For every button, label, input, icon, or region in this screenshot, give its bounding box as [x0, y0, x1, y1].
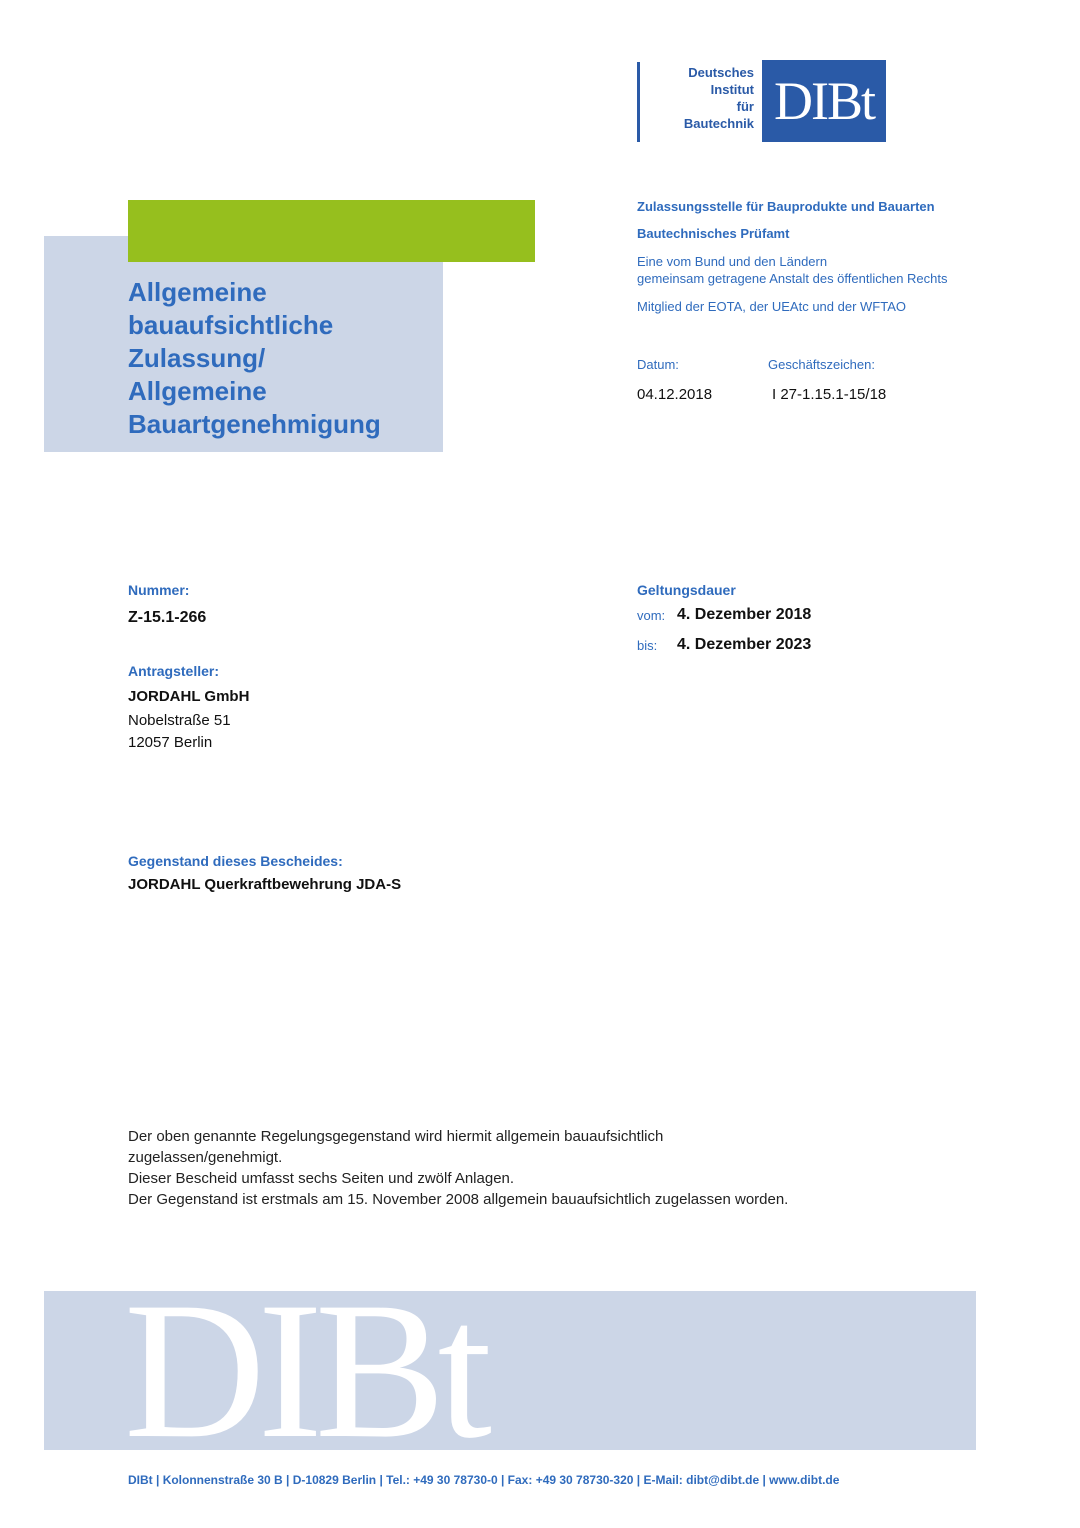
title-line-5: Bauartgenehmigung — [128, 409, 381, 439]
institute-line-2: Institut — [710, 82, 754, 97]
logo-rule — [637, 62, 640, 142]
title-background — [44, 236, 443, 452]
info-testing-office: Bautechnisches Prüfamt — [637, 226, 790, 241]
info-membership: Mitglied der EOTA, der UEAtc und der WFT… — [637, 299, 906, 314]
document-title: Allgemeine bauaufsichtliche Zulassung/ A… — [128, 276, 528, 441]
number-value: Z-15.1-266 — [128, 609, 207, 626]
title-line-1: Allgemeine — [128, 277, 267, 307]
title-line-3: Zulassung/ — [128, 343, 266, 373]
info-line-3a: Eine vom Bund und den Ländern — [637, 254, 828, 269]
reference-label: Geschäftszeichen: — [768, 357, 875, 372]
subject-value: JORDAHL Querkraftbewehrung JDA-S — [128, 876, 402, 893]
valid-from-value: 4. Dezember 2018 — [677, 606, 812, 623]
applicant-name: JORDAHL GmbH — [128, 688, 250, 705]
title-accent-bar — [128, 200, 535, 262]
info-institution-description: Eine vom Bund und den Ländern gemeinsam … — [637, 253, 948, 287]
statement-line-3: Dieser Bescheid umfasst sechs Seiten und… — [128, 1170, 515, 1187]
statement-line-4: Der Gegenstand ist erstmals am 15. Novem… — [128, 1191, 789, 1208]
applicant-street: Nobelstraße 51 — [128, 712, 231, 729]
statement-line-2: zugelassen/genehmigt. — [128, 1149, 283, 1166]
approval-statement: Der oben genannte Regelungsgegenstand wi… — [128, 1126, 948, 1210]
number-label: Nummer: — [128, 582, 190, 598]
date-label: Datum: — [637, 357, 679, 372]
institute-name: Deutsches Institut für Bautechnik — [650, 64, 754, 132]
dibt-logo: DIBt — [762, 60, 886, 142]
applicant-city: 12057 Berlin — [128, 734, 213, 751]
title-line-4: Allgemeine — [128, 376, 267, 406]
footer-banner: DIBt — [44, 1291, 976, 1450]
valid-until-label: bis: — [637, 638, 658, 653]
validity-label: Geltungsdauer — [637, 582, 736, 598]
valid-from-label: vom: — [637, 608, 666, 623]
valid-until-value: 4. Dezember 2023 — [677, 636, 812, 653]
title-line-2: bauaufsichtliche — [128, 310, 334, 340]
subject-label: Gegenstand dieses Bescheides: — [128, 853, 343, 869]
info-approval-body: Zulassungsstelle für Bauprodukte und Bau… — [637, 199, 935, 214]
institute-line-3: für — [736, 99, 754, 114]
reference-value: I 27-1.15.1-15/18 — [772, 386, 887, 403]
institute-line-4: Bautechnik — [683, 116, 754, 131]
applicant-label: Antragsteller: — [128, 663, 220, 679]
footer-contact: DIBt | Kolonnenstraße 30 B | D-10829 Ber… — [128, 1473, 840, 1487]
date-value: 04.12.2018 — [637, 386, 713, 403]
statement-line-1: Der oben genannte Regelungsgegenstand wi… — [128, 1128, 664, 1145]
footer-dibt-logo: DIBt — [124, 1291, 492, 1450]
info-line-3b: gemeinsam getragene Anstalt des öffentli… — [637, 271, 948, 286]
institute-line-1: Deutsches — [688, 65, 754, 80]
